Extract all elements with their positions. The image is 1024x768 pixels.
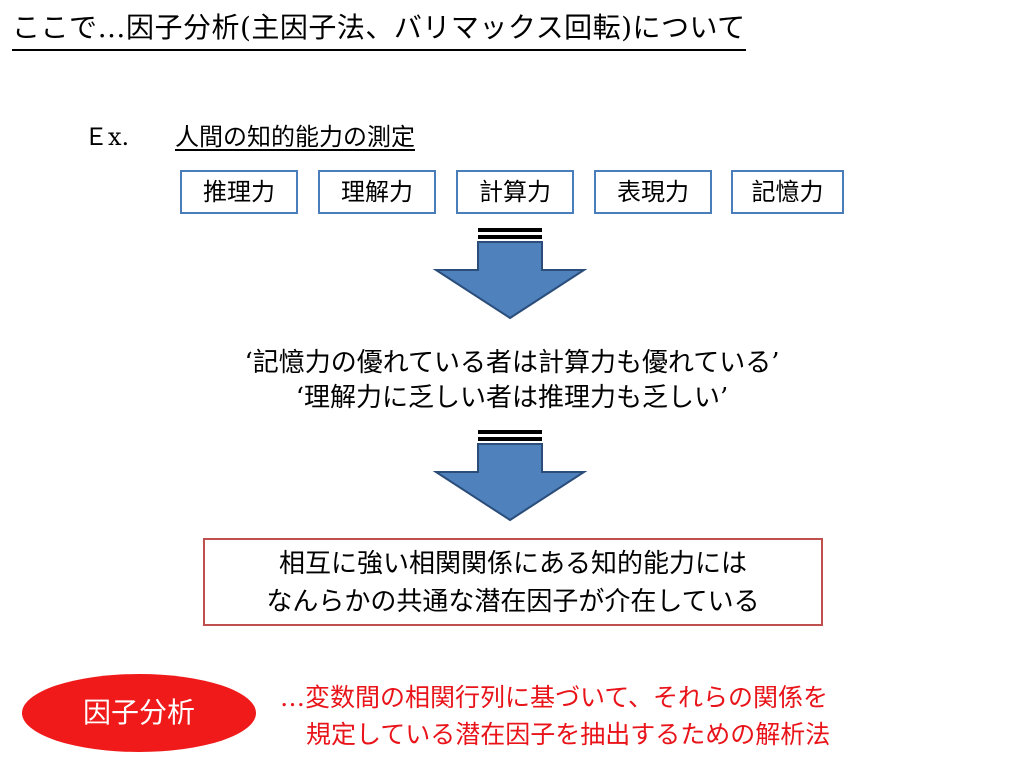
definition-line: 規定している潜在因子を抽出するための解析法 [306, 720, 831, 749]
example-label: Ｅx. [84, 123, 130, 151]
ability-box-comprehension: 理解力 [318, 170, 436, 214]
definition-line: …変数間の相関行列に基づいて、それらの関係を [280, 683, 829, 712]
conclusion-box: 相互に強い相関関係にある知的能力には なんらかの共通な潜在因子が介在している [203, 538, 823, 626]
ability-box-reasoning: 推理力 [180, 170, 298, 214]
example-text: 人間の知的能力の測定 [175, 123, 415, 151]
down-arrow-icon [432, 430, 588, 522]
ability-box-memory: 記憶力 [731, 170, 844, 214]
ability-box-calculation: 計算力 [456, 170, 574, 214]
observation-comprehension-reasoning: ‘理解力に乏しい者は推理力も乏しい’ [295, 383, 729, 413]
conclusion-line: 相互に強い相関関係にある知的能力には [278, 549, 747, 579]
conclusion-line: なんらかの共通な潜在因子が介在している [266, 587, 760, 617]
observation-memory-calculation: ‘記憶力の優れている者は計算力も優れている’ [244, 348, 780, 378]
slide-title: ここで…因子分析(主因子法、バリマックス回転)について [12, 8, 746, 51]
down-arrow-icon [432, 228, 588, 320]
ability-box-expression: 表現力 [594, 170, 712, 214]
factor-analysis-ellipse: 因子分析 [22, 674, 256, 752]
